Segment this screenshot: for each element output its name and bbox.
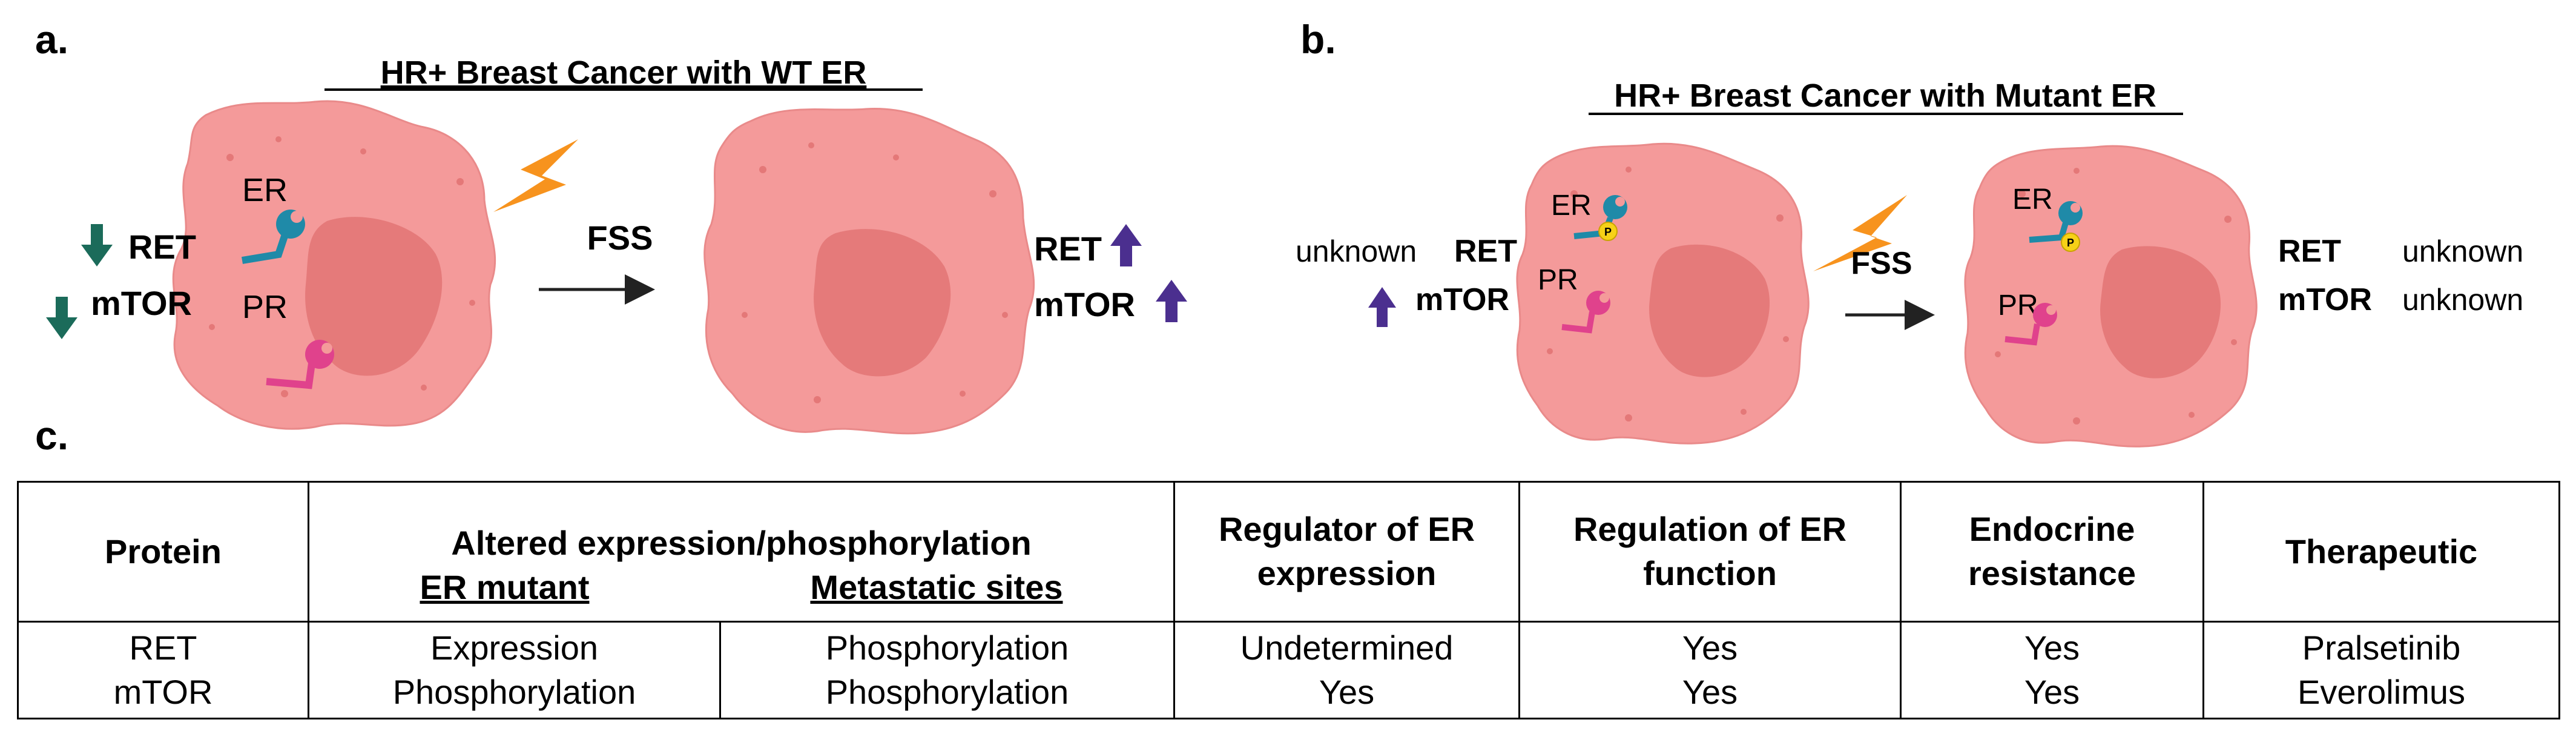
panel-b-mtor-up-arrow — [1368, 287, 1396, 327]
cell-b-left: ER P PR — [1516, 142, 1810, 445]
table-header-row: Protein Altered expression/phosphorylati… — [17, 481, 2560, 622]
cell-a-left: ER PR — [172, 100, 496, 430]
cell-regulation-row-2: Yes — [1682, 672, 1738, 711]
cell-therapeutic-row-2: Everolimus — [2298, 672, 2465, 711]
panel-label-c: c. — [35, 413, 68, 458]
cell-b-left-er-receptor: P — [1573, 195, 1627, 241]
header-altered-title: Altered expression/phosphorylation — [451, 524, 1032, 563]
cell-er-mutant-row-2: Phosphorylation — [392, 672, 636, 711]
summary-table: Protein Altered expression/phosphorylati… — [17, 481, 2560, 719]
summary-table-wrap: Protein Altered expression/phosphorylati… — [17, 481, 2560, 719]
header-regulator-line1: Regulator of ER — [1218, 510, 1475, 549]
table-body-row: RET mTOR Expression Phosphorylation Phos… — [17, 621, 2560, 719]
cell-protein-row-2: mTOR — [113, 672, 213, 711]
cell-b-right: ER P PR — [1964, 145, 2258, 448]
panel-a-title: HR+ Breast Cancer with WT ER — [381, 55, 867, 91]
cell-a-left-nucleus — [305, 217, 443, 376]
header-altered-subs: ER mutant Metastatic sites — [309, 566, 1173, 610]
panel-b-left-ret-label: RET — [1454, 234, 1517, 269]
header-regulation-line1: Regulation of ER — [1573, 510, 1847, 549]
header-regulation-line2: function — [1643, 554, 1777, 592]
header-endocrine-line1: Endocrine — [1969, 510, 2135, 549]
cell-a-left-pr-receptor — [266, 340, 334, 389]
cell-a-left-speckles — [209, 136, 475, 397]
panel-a-lightning-icon — [493, 139, 578, 212]
cell-metastatic-row-1: Phosphorylation — [825, 628, 1069, 667]
header-regulator-line2: expression — [1257, 554, 1437, 592]
cell-b-left-phospho-label: P — [1604, 226, 1612, 238]
cell-b-right-phospho-label: P — [2067, 237, 2074, 249]
cell-b-right-pr-label: PR — [1998, 289, 2038, 322]
header-endocrine-line2: resistance — [1968, 554, 2136, 592]
header-therapeutic: Therapeutic — [2202, 481, 2560, 622]
panel-a-left-ret-label: RET — [128, 228, 196, 266]
header-regulator: Regulator of ER expression — [1173, 481, 1520, 622]
cell-therapeutic: Pralsetinib Everolimus — [2202, 621, 2560, 719]
cell-endocrine-row-1: Yes — [2024, 628, 2080, 667]
panel-a-mtor-down-arrow — [46, 297, 77, 339]
panel-b-left-mtor-label: mTOR — [1415, 282, 1509, 317]
cell-regulation: Yes Yes — [1518, 621, 1902, 719]
cell-a-right-speckles — [742, 142, 1008, 403]
panel-b-title: HR+ Breast Cancer with Mutant ER — [1614, 78, 2156, 114]
panel-b-fss-label: FSS — [1851, 246, 1912, 281]
panel-b-lightning-icon — [1813, 195, 1907, 271]
cell-therapeutic-row-1: Pralsetinib — [2302, 628, 2461, 667]
panel-a-ret-up-arrow — [1110, 224, 1142, 266]
header-endocrine: Endocrine resistance — [1900, 481, 2204, 622]
cell-b-right-nucleus — [2100, 246, 2221, 379]
cell-endocrine: Yes Yes — [1900, 621, 2204, 719]
cell-b-left-er-label: ER — [1551, 190, 1592, 222]
panel-a-left-mtor-label: mTOR — [91, 284, 192, 322]
cell-protein: RET mTOR — [17, 621, 309, 719]
cell-b-left-speckles — [1547, 167, 1789, 422]
cell-er-mutant: Expression Phosphorylation — [308, 621, 721, 719]
cell-a-left-pr-label: PR — [242, 289, 288, 325]
header-er-mutant: ER mutant — [420, 568, 590, 607]
panel-a-ret-down-arrow — [81, 224, 113, 266]
cell-regulation-row-1: Yes — [1682, 628, 1738, 667]
panel-b-left-unknown-label: unknown — [1296, 234, 1417, 268]
header-altered: Altered expression/phosphorylation ER mu… — [308, 481, 1175, 622]
cell-b-right-er-label: ER — [2012, 183, 2053, 216]
panel-a-fss-label: FSS — [587, 219, 653, 257]
cell-regulator-row-2: Yes — [1319, 672, 1375, 711]
panel-b-right-ret-label: RET — [2278, 234, 2341, 269]
cell-a-right-nucleus — [814, 229, 951, 377]
panel-label-a: a. — [35, 17, 68, 62]
header-metastatic-sites: Metastatic sites — [810, 568, 1063, 607]
cell-metastatic: Phosphorylation Phosphorylation — [719, 621, 1175, 719]
cell-b-left-nucleus — [1649, 244, 1770, 377]
panel-label-b: b. — [1300, 17, 1336, 62]
cell-b-left-pr-receptor — [1561, 291, 1610, 334]
cell-a-right — [703, 108, 1035, 435]
cell-b-right-speckles — [1995, 168, 2237, 425]
cell-endocrine-row-2: Yes — [2024, 672, 2080, 711]
panel-b-right-ret-status: unknown — [2402, 234, 2523, 268]
cell-a-left-er-label: ER — [242, 172, 288, 208]
cell-b-right-er-receptor: P — [2029, 201, 2083, 252]
panel-b-right-mtor-label: mTOR — [2278, 282, 2372, 317]
header-protein: Protein — [17, 481, 309, 622]
cell-a-left-er-receptor — [242, 210, 305, 264]
cell-er-mutant-row-1: Expression — [430, 628, 599, 667]
panel-a-mtor-up-arrow — [1156, 280, 1187, 322]
cell-b-right-pr-receptor — [2004, 303, 2057, 346]
panel-a-right-ret-label: RET — [1034, 230, 1102, 268]
cell-metastatic-row-2: Phosphorylation — [825, 672, 1069, 711]
panel-a-right-mtor-label: mTOR — [1034, 285, 1135, 323]
header-regulation: Regulation of ER function — [1518, 481, 1902, 622]
panel-b-right-mtor-status: unknown — [2402, 283, 2523, 317]
cell-regulator-row-1: Undetermined — [1240, 628, 1454, 667]
cell-protein-row-1: RET — [129, 628, 197, 667]
cell-regulator: Undetermined Yes — [1173, 621, 1520, 719]
cell-b-left-pr-label: PR — [1538, 264, 1578, 296]
